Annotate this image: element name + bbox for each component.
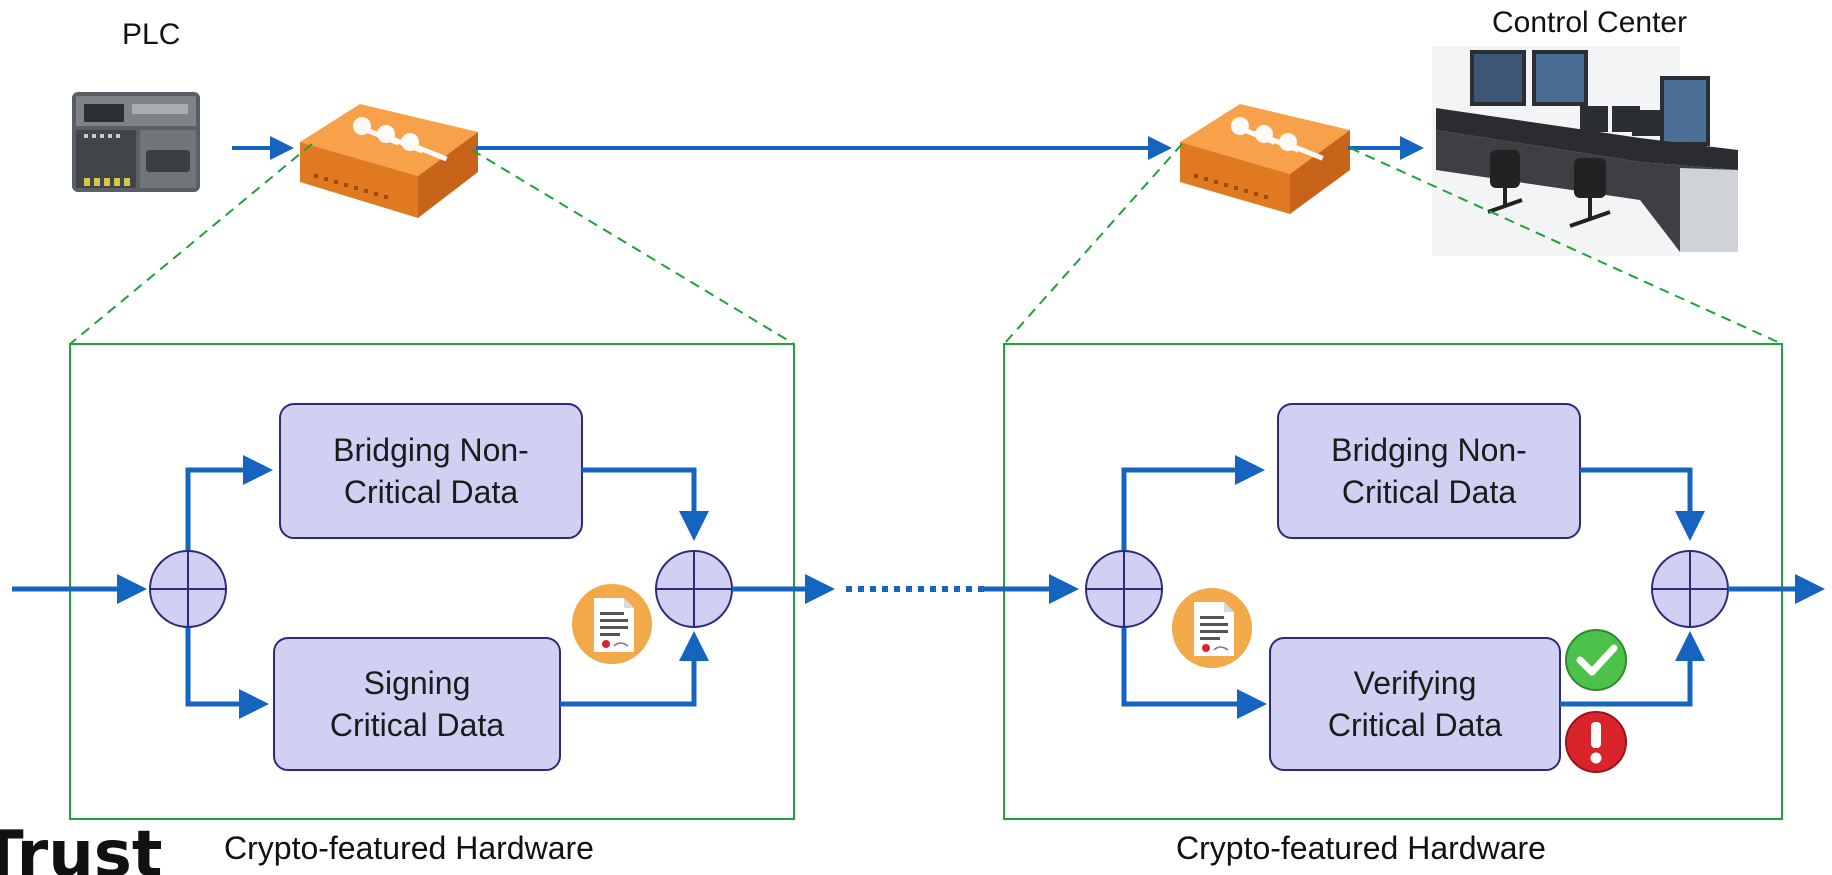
chair-icon [1487,150,1523,214]
plc-label: PLC [122,18,181,51]
check-icon [1565,629,1627,691]
partial-logo-text: Trust [0,818,163,875]
exclamation-alert-icon [1565,711,1627,773]
left-crypto-device-icon [300,104,478,218]
right-merger-circle [1651,550,1729,628]
control-center-desk-icon [1432,46,1738,256]
plc-device-icon [72,92,200,192]
certificate-icon [572,584,652,664]
left-upper-branch [185,455,273,550]
right-bridging-box [1277,403,1581,539]
left-lower-branch [185,628,269,719]
bridging-box [279,403,583,539]
right-lower-branch [1121,628,1267,719]
verifying-box [1269,637,1561,771]
signing-box [273,637,561,771]
left-sign-out [560,631,709,707]
left-crypto-module-frame [69,343,795,820]
left-merger-circle [655,550,733,628]
left-module-caption: Crypto-featured Hardware [224,830,594,866]
chair-icon [1569,158,1611,228]
control-center-label: Control Center [1492,6,1688,39]
zoom-dashed-lines [69,143,1783,345]
right-crypto-module-frame [1003,343,1783,820]
left-splitter-circle [149,550,227,628]
left-bridge-out [582,467,709,541]
certificate-icon [1172,588,1252,668]
right-crypto-device-icon [1180,104,1350,214]
right-upper-branch [1121,455,1265,550]
right-bridge-out [1580,467,1705,541]
right-splitter-circle [1085,550,1163,628]
right-module-caption: Crypto-featured Hardware [1176,830,1546,866]
right-verify-out [1560,631,1705,707]
